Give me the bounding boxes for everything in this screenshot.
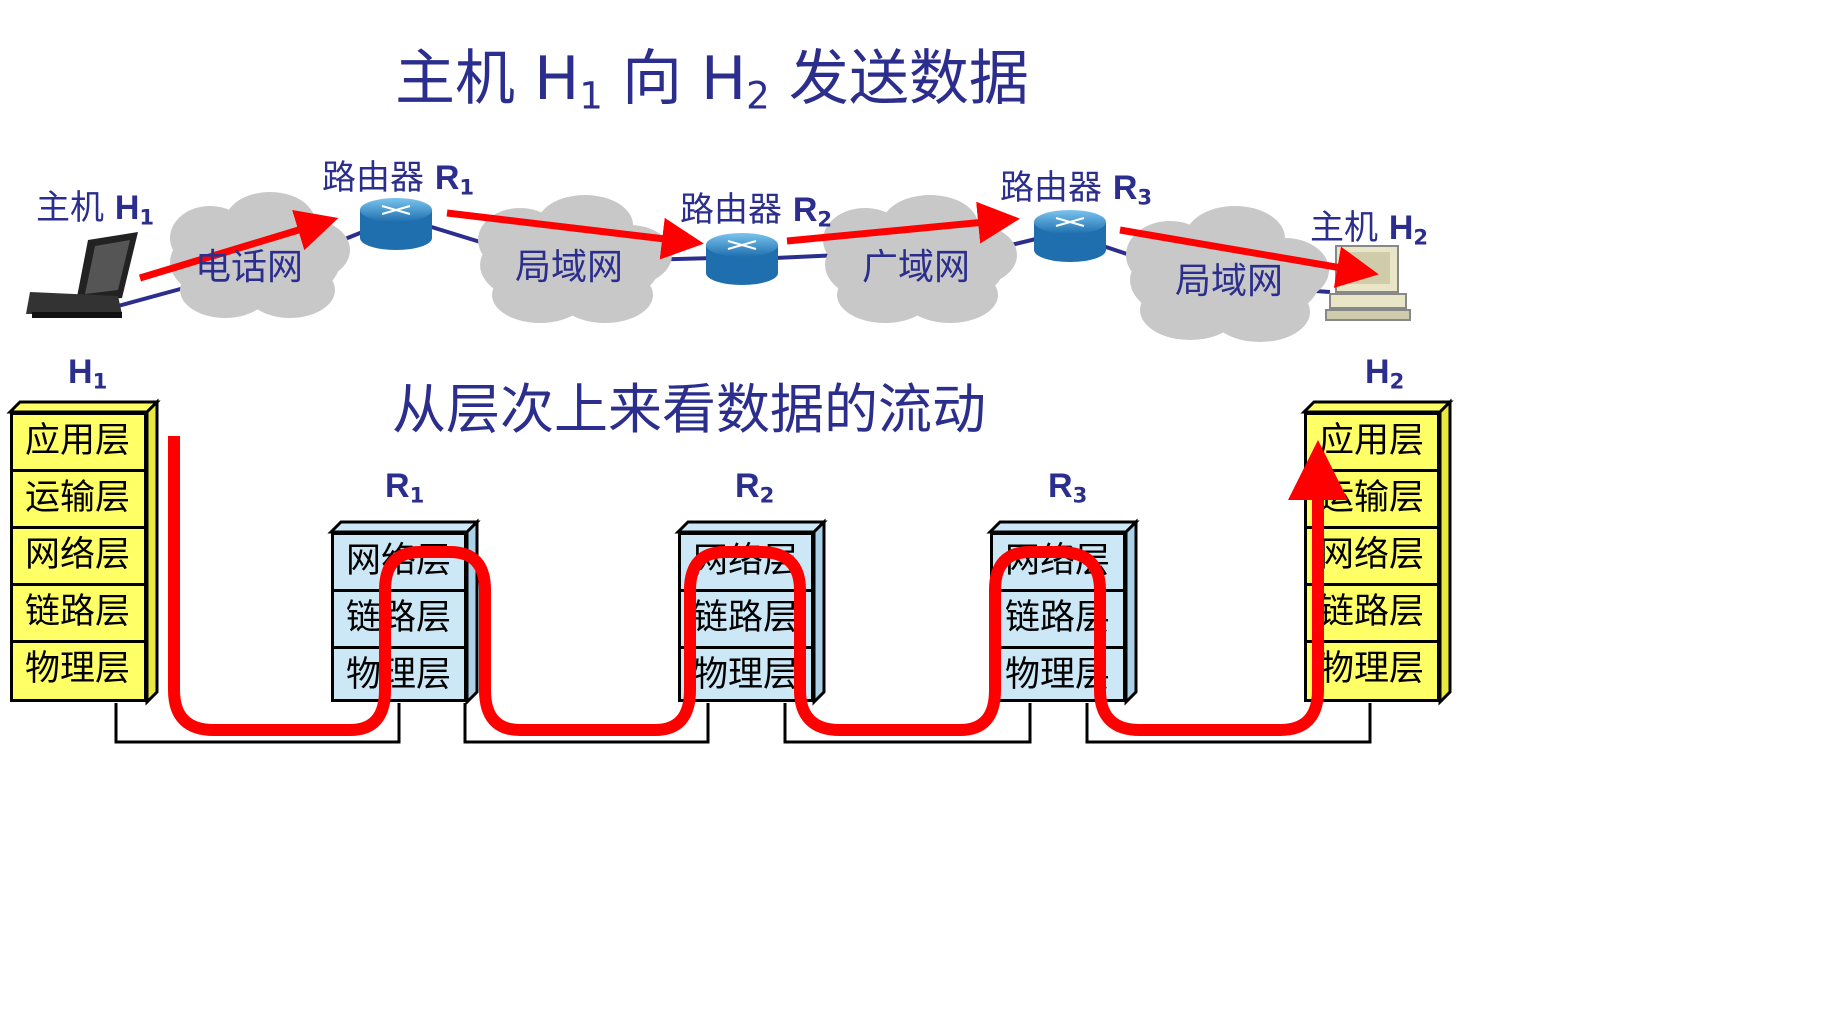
host1-label: 主机 H1	[36, 188, 155, 230]
stack-h2: 应用层 运输层 网络层 链路层 物理层	[1304, 412, 1440, 702]
h1-transport-layer: 运输层	[10, 469, 147, 529]
layer-flow-subtitle: 从层次上来看数据的流动	[392, 378, 986, 441]
stack-r1: 网络层 链路层 物理层	[331, 532, 467, 702]
stack-label-r2: R2	[735, 467, 775, 508]
cloud-wan	[823, 195, 1017, 323]
h1-link-layer: 链路层	[10, 583, 147, 643]
top-flow-arrows	[138, 201, 1379, 288]
r2-link-layer: 链路层	[678, 589, 814, 649]
cloud-label-wan: 广域网	[862, 247, 971, 288]
cloud-label-lan2: 局域网	[1175, 261, 1284, 302]
laptop-icon	[26, 232, 138, 318]
stack-r2: 网络层 链路层 物理层	[678, 532, 814, 702]
router-r1-icon	[360, 198, 432, 250]
r2-physical-layer: 物理层	[678, 646, 814, 702]
r1-link-layer: 链路层	[331, 589, 467, 649]
cloud-lan-1	[478, 195, 672, 323]
router-r3-icon	[1034, 210, 1106, 262]
h2-transport-layer: 运输层	[1304, 469, 1440, 529]
h2-network-layer: 网络层	[1304, 526, 1440, 586]
host2-label: 主机 H2	[1310, 208, 1429, 250]
stack-h1: 应用层 运输层 网络层 链路层 物理层	[10, 412, 147, 702]
r1-physical-layer: 物理层	[331, 646, 467, 702]
router3-label: 路由器 R3	[1000, 168, 1153, 210]
router1-label: 路由器 R1	[322, 158, 475, 200]
h1-application-layer: 应用层	[10, 412, 147, 472]
h2-physical-layer: 物理层	[1304, 640, 1440, 702]
cloud-lan-2	[1126, 206, 1329, 342]
cloud-label-phone: 电话网	[195, 247, 304, 288]
router2-label: 路由器 R2	[680, 190, 833, 232]
page-title: 主机 H1 向 H2 发送数据	[395, 44, 1029, 118]
physical-links	[114, 703, 1372, 744]
stack-label-h2: H2	[1365, 353, 1405, 394]
stack-label-r1: R1	[385, 467, 425, 508]
cloud-label-lan1: 局域网	[515, 247, 624, 288]
router-r2-icon	[706, 233, 778, 285]
stack-label-h1: H1	[68, 353, 108, 394]
stack-label-r3: R3	[1048, 467, 1088, 508]
h1-physical-layer: 物理层	[10, 640, 147, 702]
